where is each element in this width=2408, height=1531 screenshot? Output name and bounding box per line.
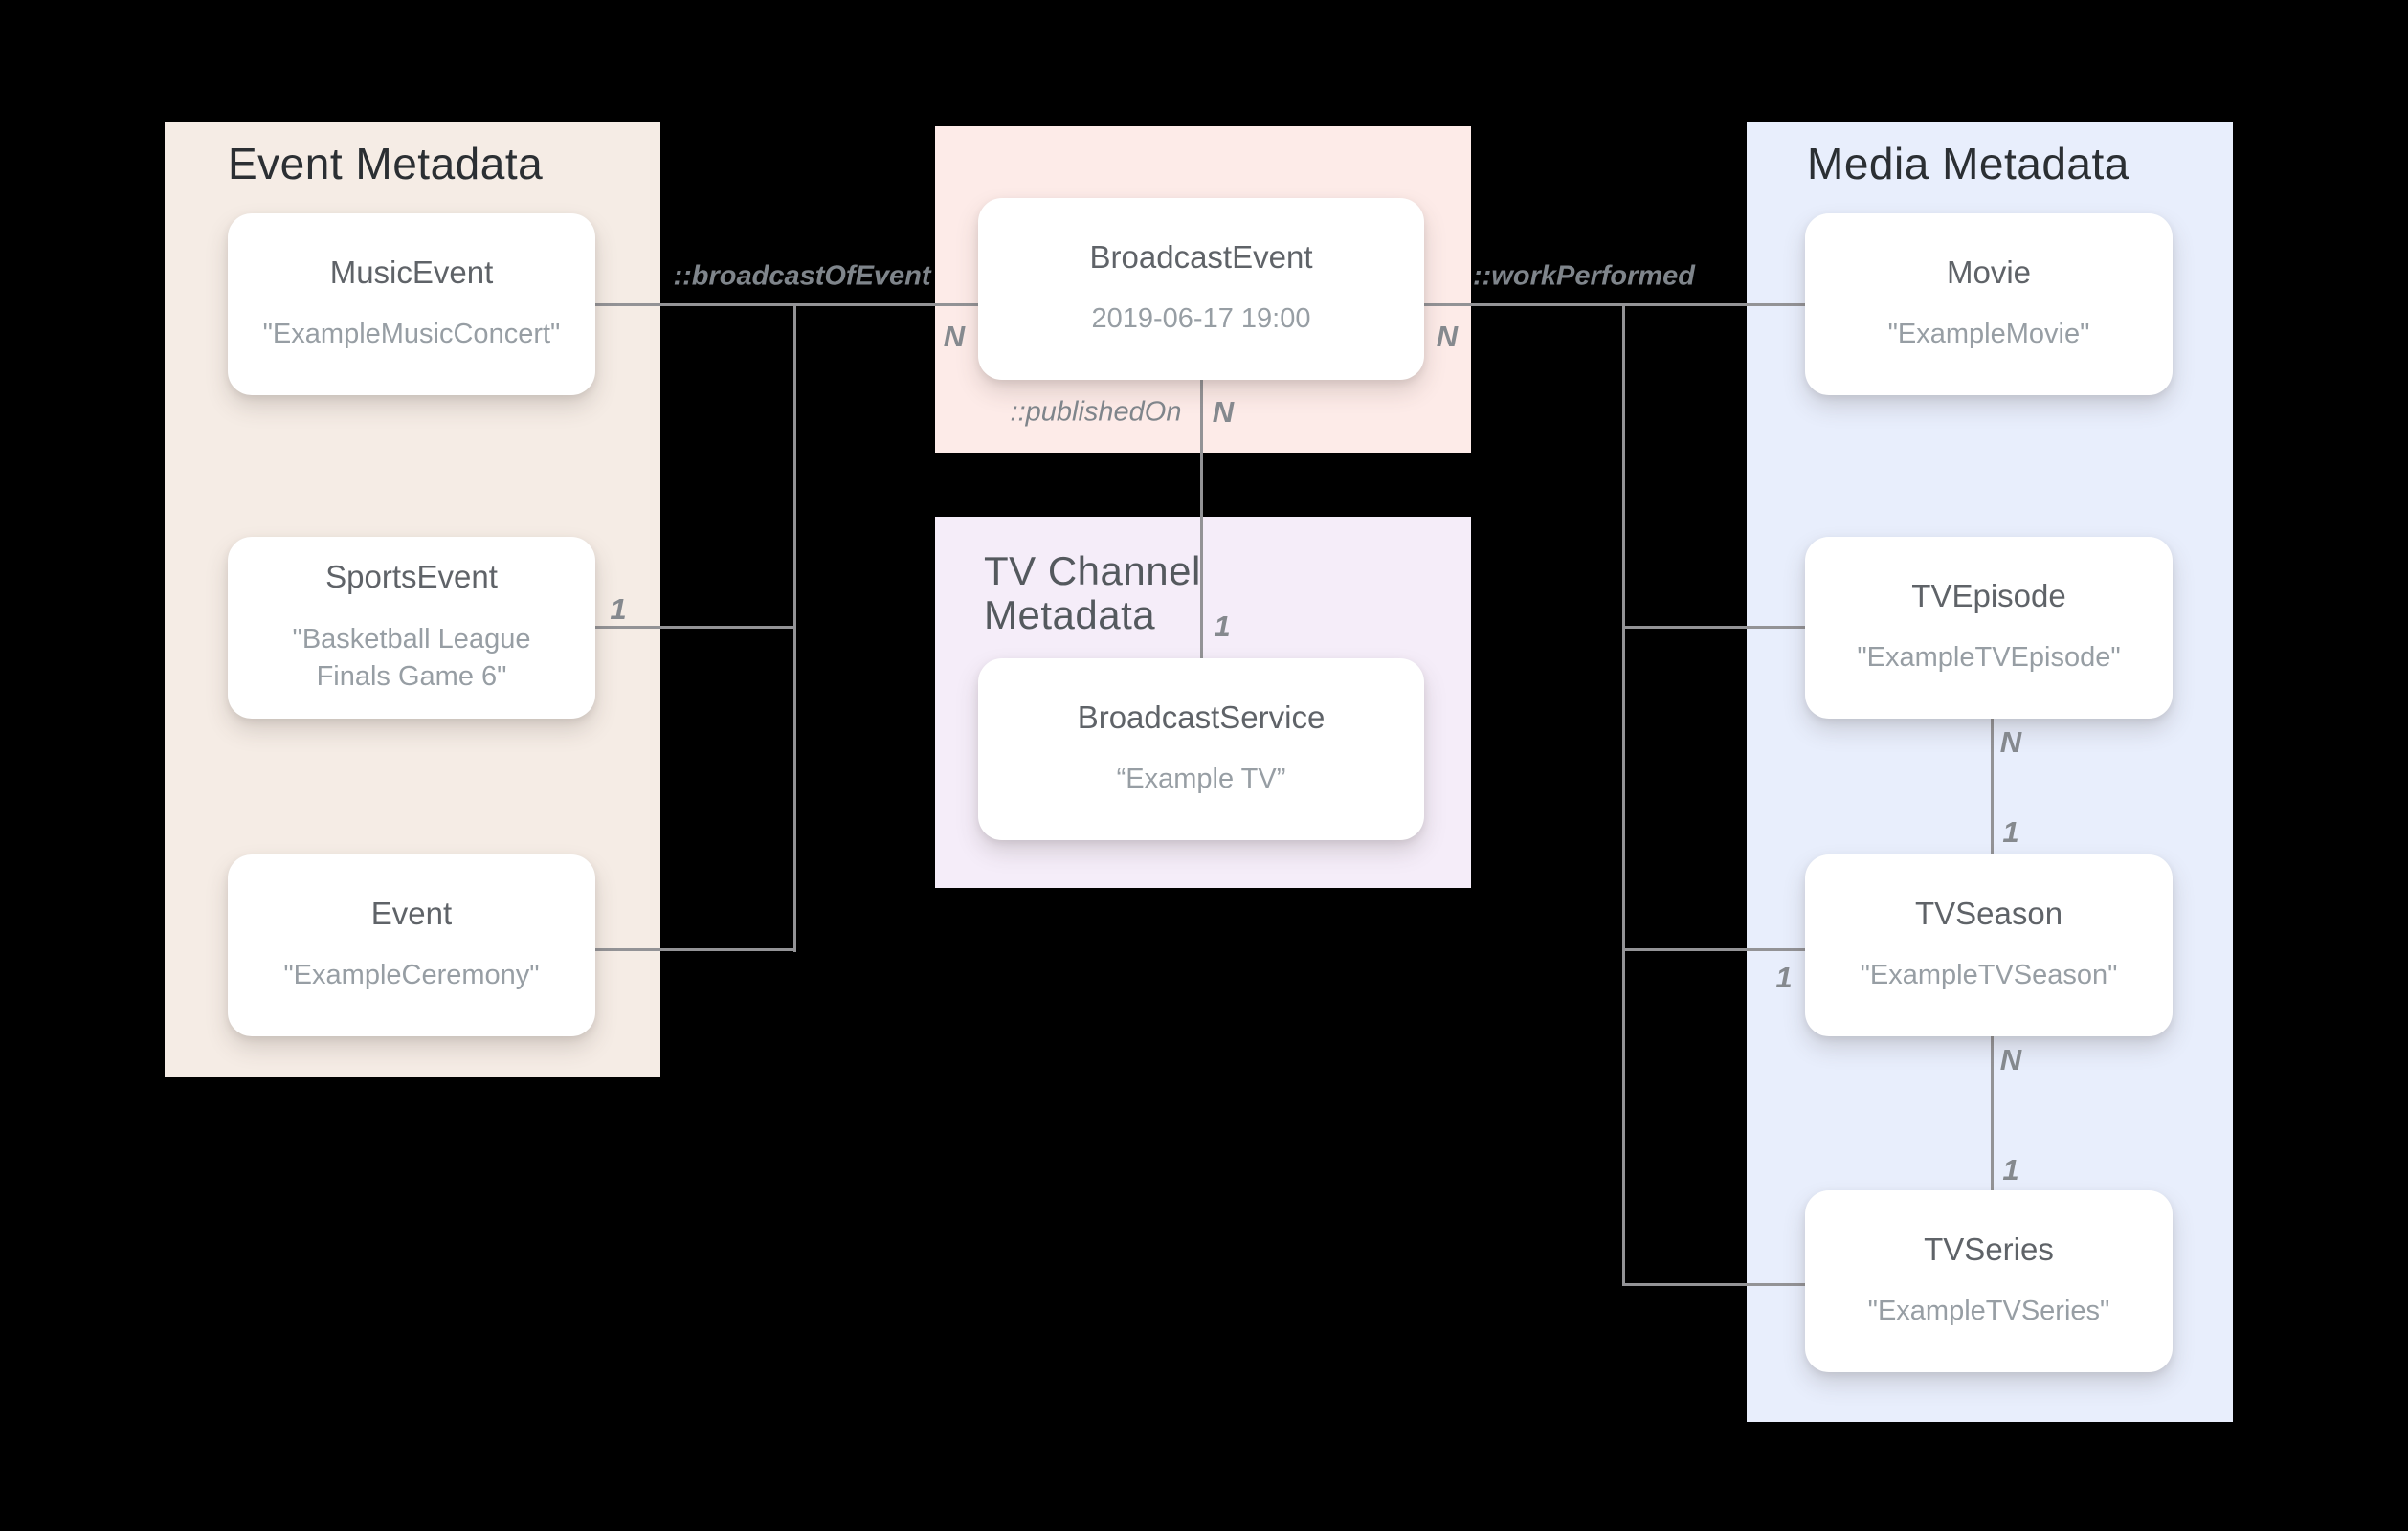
node-subtitle: "ExampleMusicConcert" — [262, 319, 561, 350]
tvseason-branch-line — [1622, 948, 1805, 951]
node-title: BroadcastEvent — [1089, 238, 1313, 275]
cardinality-tvepisode-bottom: N — [1999, 725, 2022, 759]
node-subtitle: "ExampleTVSeries" — [1867, 1296, 2110, 1327]
node-subtitle: “Example TV” — [1116, 764, 1286, 795]
cardinality-tvseries-top: 1 — [2002, 1153, 2019, 1187]
node-title: BroadcastService — [1077, 699, 1326, 735]
node-title: TVEpisode — [1911, 577, 2066, 613]
node-broadcast-service: BroadcastService “Example TV” — [978, 658, 1424, 840]
edge-label-workperformed: ::workPerformed — [1472, 260, 1696, 292]
edge-label-broadcastofevent: ::broadcastOfEvent — [673, 260, 931, 292]
node-sports-event: SportsEvent "Basketball League Finals Ga… — [228, 537, 595, 719]
node-title: TVSeries — [1924, 1231, 2054, 1267]
node-subtitle: "ExampleTVSeason" — [1860, 960, 2118, 991]
node-subtitle: 2019-06-17 19:00 — [1091, 303, 1311, 335]
edge-broadcastofevent-line — [595, 303, 978, 306]
node-subtitle: "ExampleTVEpisode" — [1857, 642, 2121, 674]
cardinality-tvseason-bottom: N — [1999, 1043, 2022, 1076]
node-subtitle: "ExampleCeremony" — [283, 960, 540, 991]
tv-channel-metadata-title: TV Channel Metadata — [984, 548, 1201, 637]
node-title: SportsEvent — [325, 559, 498, 595]
node-movie: Movie "ExampleMovie" — [1805, 213, 2173, 395]
cardinality-tvseason-left: 1 — [1775, 961, 1793, 994]
node-broadcast-event: BroadcastEvent 2019-06-17 19:00 — [978, 198, 1424, 380]
event-metadata-title: Event Metadata — [228, 139, 544, 189]
tvseries-branch-line — [1622, 1283, 1805, 1286]
cardinality-broadcastservice-top: 1 — [1214, 610, 1231, 643]
cardinality-tvseason-top: 1 — [2002, 815, 2019, 849]
edge-publishedon-line — [1200, 380, 1203, 660]
cardinality-sportsevent-right: 1 — [610, 592, 627, 626]
node-tv-season: TVSeason "ExampleTVSeason" — [1805, 854, 2173, 1036]
node-tv-episode: TVEpisode "ExampleTVEpisode" — [1805, 537, 2173, 719]
node-title: MusicEvent — [329, 254, 494, 290]
tvepisode-branch-line — [1622, 626, 1805, 629]
tvepisode-tvseason-line — [1991, 717, 1994, 854]
sportsevent-branch-line — [595, 626, 796, 629]
node-subtitle: "Basketball League Finals Game 6" — [292, 623, 531, 692]
node-tv-series: TVSeries "ExampleTVSeries" — [1805, 1190, 2173, 1372]
node-title: TVSeason — [1914, 895, 2063, 931]
edge-label-publishedon: ::publishedOn — [1010, 396, 1182, 428]
cardinality-publishedon-top: N — [1212, 395, 1235, 429]
media-junction-trunk-line — [1622, 303, 1625, 1286]
event-branch-line — [595, 948, 796, 951]
cardinality-broadcastevent-left: N — [943, 320, 966, 353]
edge-workperformed-line — [1424, 303, 1805, 306]
cardinality-broadcastevent-right: N — [1436, 320, 1459, 353]
tvseason-tvseries-line — [1991, 1035, 1994, 1190]
node-title: Movie — [1946, 254, 2032, 290]
node-music-event: MusicEvent "ExampleMusicConcert" — [228, 213, 595, 395]
node-subtitle: "ExampleMovie" — [1887, 319, 2090, 350]
node-title: Event — [370, 895, 453, 931]
node-event: Event "ExampleCeremony" — [228, 854, 595, 1036]
media-metadata-title: Media Metadata — [1807, 139, 2129, 189]
